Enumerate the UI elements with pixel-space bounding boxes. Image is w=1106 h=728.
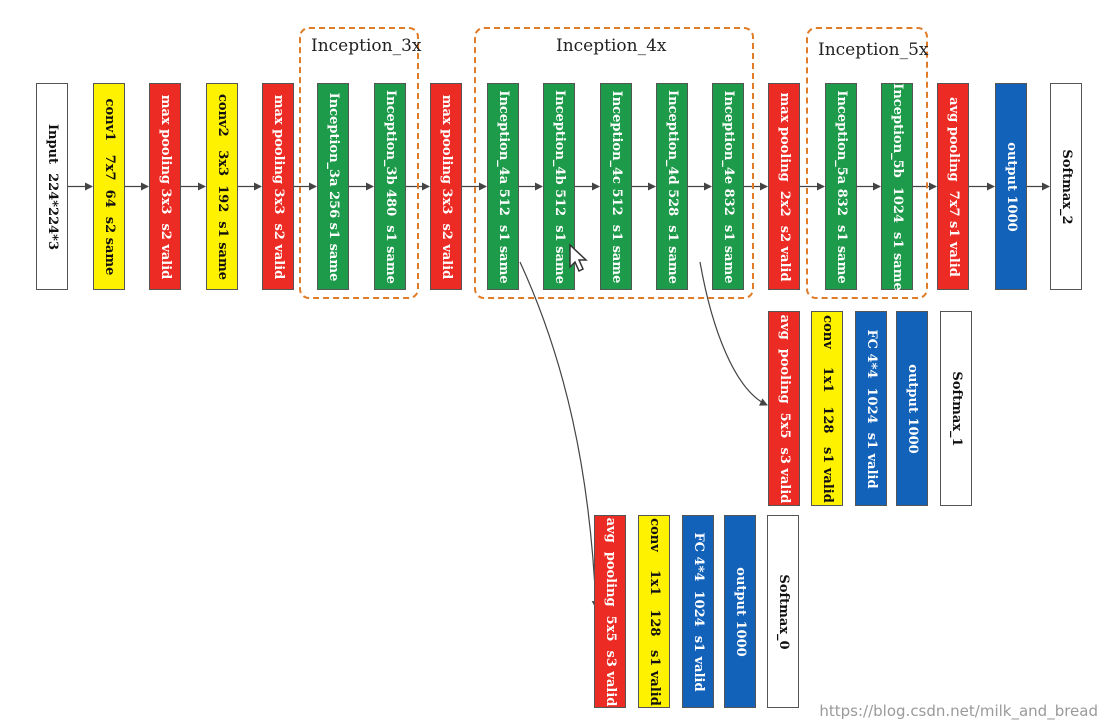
block-label: Inception_3b 480 s1 same [383, 89, 398, 284]
block-inc3a: Inception_3a 256 s1 same [317, 83, 349, 290]
block-maxpool4: max pooling 2x2 s2 valid [768, 83, 800, 290]
block-label: avg pooling 5x5 s3 valid [603, 517, 618, 706]
block-label: Inception_3a 256 s1 same [326, 92, 341, 281]
block-label: avg pooling 5x5 s3 valid [777, 314, 792, 503]
block-aux0-conv: conv 1x1 128 s1 valid [638, 515, 670, 708]
group-inception-4x [474, 27, 754, 299]
block-label: conv 1x1 128 s1 valid [820, 314, 835, 503]
block-label: max pooling 2x2 s2 valid [777, 91, 792, 282]
block-label: Softmax_0 [776, 573, 791, 650]
block-aux0-avgpool: avg pooling 5x5 s3 valid [594, 515, 626, 708]
group-title: Inception_3x [311, 36, 422, 56]
block-inc4d: Inception_4d 528 s1 same [656, 83, 688, 290]
block-label: Inception_4e 832 s1 same [721, 89, 736, 284]
block-label: avg pooling 7x7 s1 valid [946, 96, 961, 277]
block-inc5b: Inception_5b 1024 s1 same [881, 83, 913, 290]
block-aux0-output: output 1000 [724, 515, 756, 708]
block-aux1-output: output 1000 [896, 311, 928, 506]
block-label: output 1000 [1004, 141, 1019, 232]
block-label: Inception_4d 528 s1 same [665, 89, 680, 284]
block-input: Input 224*224*3 [36, 83, 68, 290]
block-aux1-softmax: Softmax_1 [940, 311, 972, 506]
mouse-cursor-icon [569, 243, 588, 273]
block-label: conv1 7x7 64 s2 same [102, 98, 117, 275]
block-label: max pooling 3x3 s2 valid [271, 94, 286, 279]
block-maxpool2: max pooling 3x3 s2 valid [262, 83, 294, 290]
group-inception-3x [299, 27, 419, 299]
block-aux1-avgpool: avg pooling 5x5 s3 valid [768, 311, 800, 506]
block-aux0-softmax: Softmax_0 [767, 515, 799, 708]
block-label: Softmax_2 [1059, 148, 1074, 225]
block-label: max pooling 3x3 s2 valid [439, 94, 454, 279]
block-inc3b: Inception_3b 480 s1 same [374, 83, 406, 290]
block-avgpool-main: avg pooling 7x7 s1 valid [937, 83, 969, 290]
block-label: conv 1x1 128 s1 valid [647, 517, 662, 706]
group-title: Inception_5x [818, 40, 929, 60]
block-label: Inception_4c 512 s1 same [609, 90, 624, 283]
block-label: output 1000 [905, 363, 920, 454]
edge-branch-aux0 [519, 261, 600, 609]
block-output-main: output 1000 [995, 83, 1027, 290]
watermark: https://blog.csdn.net/milk_and_bread [819, 702, 1098, 720]
block-label: FC 4*4 1024 s1 valid [864, 328, 879, 489]
block-label: Softmax_1 [949, 370, 964, 447]
block-label: Inception_5b 1024 s1 same [890, 82, 905, 291]
block-inc4c: Inception_4c 512 s1 same [600, 83, 632, 290]
block-inc4e: Inception_4e 832 s1 same [712, 83, 744, 290]
block-label: conv2 3x3 192 s1 same [215, 93, 230, 280]
block-label: Inception_4a 512 s1 same [496, 89, 511, 284]
group-title: Inception_4x [556, 36, 667, 56]
block-aux1-fc: FC 4*4 1024 s1 valid [855, 311, 887, 506]
block-aux1-conv: conv 1x1 128 s1 valid [811, 311, 843, 506]
block-label: Inception_4b 512 s1 same [552, 89, 567, 284]
block-label: Input 224*224*3 [45, 123, 60, 250]
block-aux0-fc: FC 4*4 1024 s1 valid [682, 515, 714, 708]
block-conv1: conv1 7x7 64 s2 same [93, 83, 125, 290]
block-conv2: conv2 3x3 192 s1 same [206, 83, 238, 290]
block-inc5a: Inception_5a 832 s1 same [825, 83, 857, 290]
block-maxpool3: max pooling 3x3 s2 valid [430, 83, 462, 290]
edge-branch-aux1 [699, 261, 768, 406]
block-label: max pooling 3x3 s2 valid [158, 94, 173, 279]
block-label: output 1000 [733, 566, 748, 657]
block-label: Inception_5a 832 s1 same [834, 89, 849, 284]
block-maxpool1: max pooling 3x3 s2 valid [149, 83, 181, 290]
block-softmax2: Softmax_2 [1050, 83, 1082, 290]
block-inc4a: Inception_4a 512 s1 same [487, 83, 519, 290]
block-label: FC 4*4 1024 s1 valid [691, 531, 706, 692]
group-inception-5x [806, 27, 928, 299]
